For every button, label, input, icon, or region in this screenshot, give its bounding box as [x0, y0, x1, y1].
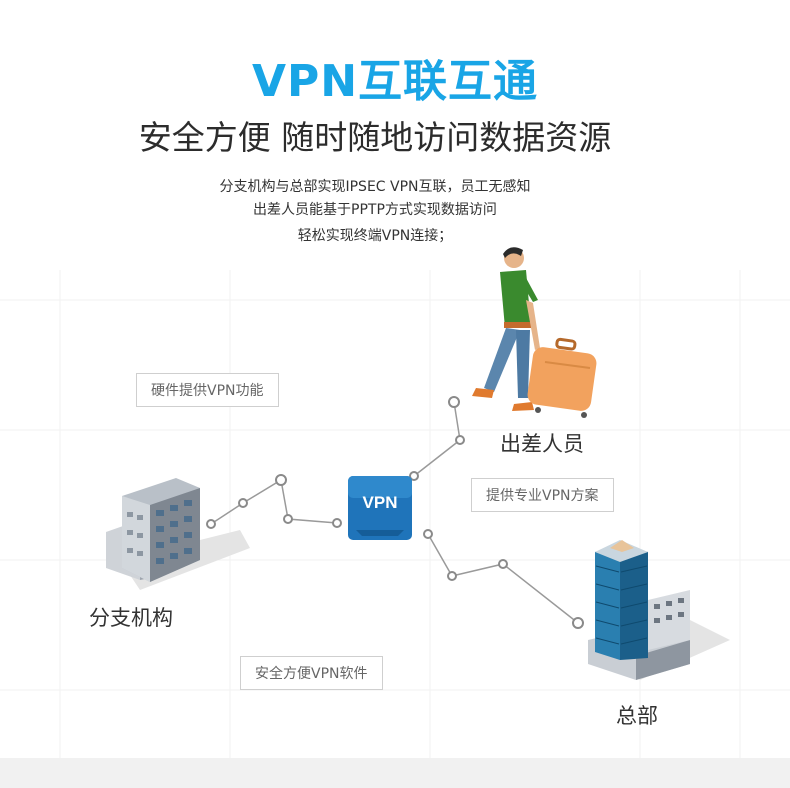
- branch-building-icon: [106, 478, 250, 590]
- node-dot: [448, 396, 460, 408]
- vpn-hub-box: [348, 476, 412, 540]
- node-dot: [332, 518, 342, 528]
- link-traveler: [413, 401, 461, 477]
- tag-software-vpn: 安全方便VPN软件: [240, 656, 383, 690]
- tag-professional-vpn: 提供专业VPN方案: [471, 478, 614, 512]
- node-dot: [455, 435, 465, 445]
- description-line-1: 分支机构与总部实现IPSEC VPN互联，员工无感知: [219, 179, 531, 195]
- vpn-hub-label: VPN: [362, 493, 398, 512]
- node-dot: [283, 514, 293, 524]
- tag-hardware-vpn: 硬件提供VPN功能: [136, 373, 279, 407]
- node-dot: [275, 474, 287, 486]
- node-dot: [409, 471, 419, 481]
- traveler-figure-icon: [472, 247, 597, 418]
- description-line-2: 出差人员能基于PPTP方式实现数据访问: [253, 202, 497, 218]
- node-dot: [447, 571, 457, 581]
- node-dot: [206, 519, 216, 529]
- page-subtitle: 安全方便 随时随地访问数据资源: [138, 118, 612, 157]
- node-dot: [498, 559, 508, 569]
- footer-band: [0, 758, 790, 788]
- label-branch: 分支机构: [89, 606, 173, 630]
- label-headquarters: 总部: [616, 704, 658, 728]
- description-line-3: 轻松实现终端VPN连接；: [297, 228, 453, 244]
- link-headquarters: [427, 533, 579, 624]
- connection-nodes: [206, 396, 584, 629]
- headquarters-building-icon: [588, 540, 730, 680]
- node-dot: [238, 498, 248, 508]
- node-dot: [423, 529, 433, 539]
- node-dot: [572, 617, 584, 629]
- label-traveler: 出差人员: [500, 432, 584, 456]
- page-title: VPN互联互通: [251, 56, 539, 107]
